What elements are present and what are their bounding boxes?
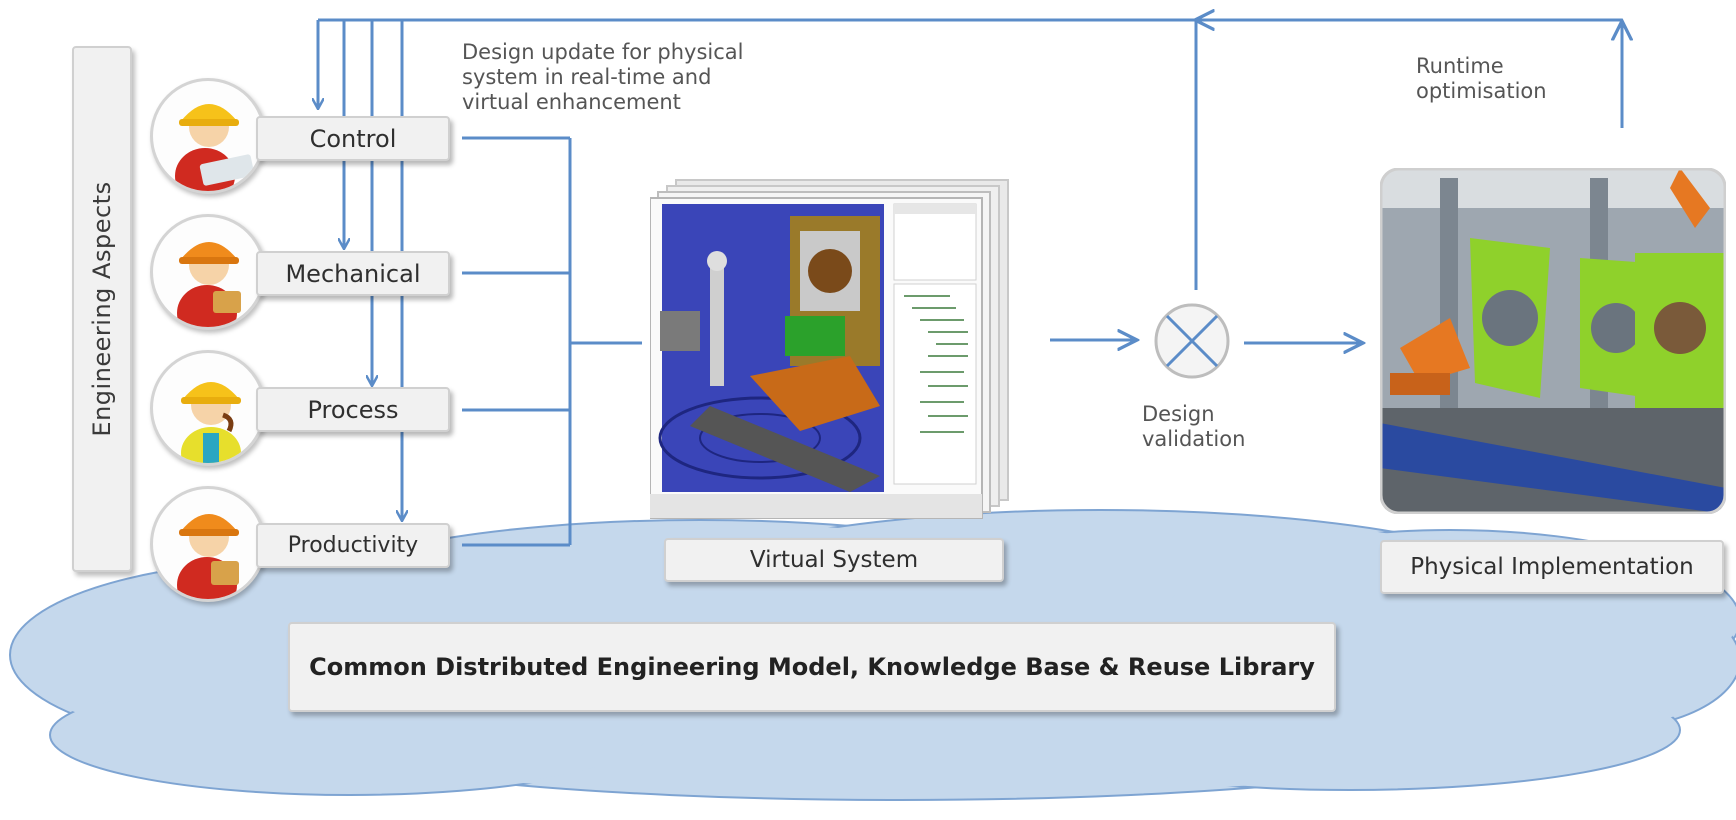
aspect-productivity-label: Productivity xyxy=(287,533,419,558)
virtual-system-image xyxy=(650,179,1009,519)
common-model-box: Common Distributed Engineering Model, Kn… xyxy=(288,622,1336,712)
physical-implementation-label: Physical Implementation xyxy=(1410,554,1694,580)
process-engineer-avatar xyxy=(150,350,266,466)
mechanical-engineer-avatar xyxy=(150,214,266,330)
engineering-aspects-label: Engineering Aspects xyxy=(72,46,132,572)
engineering-aspects-text: Engineering Aspects xyxy=(88,181,116,437)
runtime-line: optimisation xyxy=(1416,79,1547,103)
aspect-productivity: Productivity xyxy=(256,523,450,568)
aspect-mechanical: Mechanical xyxy=(256,251,450,296)
aspect-control: Control xyxy=(256,116,450,161)
aspect-control-label: Control xyxy=(309,124,397,153)
runtime-optimisation-note: Runtime optimisation xyxy=(1416,54,1547,104)
control-engineer-avatar xyxy=(150,78,266,194)
design-update-line: system in real-time and xyxy=(462,65,712,89)
validation-node xyxy=(1154,303,1230,379)
productivity-engineer-avatar xyxy=(150,486,266,602)
validation-line: Design xyxy=(1142,402,1215,426)
design-validation-note: Design validation xyxy=(1142,402,1245,452)
aspect-process-label: Process xyxy=(307,395,399,424)
virtual-system-box: Virtual System xyxy=(664,538,1004,582)
design-update-note: Design update for physical system in rea… xyxy=(462,40,744,115)
design-update-line: Design update for physical xyxy=(462,40,744,64)
runtime-line: Runtime xyxy=(1416,54,1504,78)
aspect-process: Process xyxy=(256,387,450,432)
common-model-label: Common Distributed Engineering Model, Kn… xyxy=(309,653,1315,681)
validation-line: validation xyxy=(1142,427,1246,451)
design-update-line: virtual enhancement xyxy=(462,90,681,114)
aspect-mechanical-label: Mechanical xyxy=(285,259,421,288)
virtual-system-label: Virtual System xyxy=(749,547,919,573)
physical-implementation-image xyxy=(1380,168,1726,514)
physical-implementation-box: Physical Implementation xyxy=(1380,540,1724,594)
